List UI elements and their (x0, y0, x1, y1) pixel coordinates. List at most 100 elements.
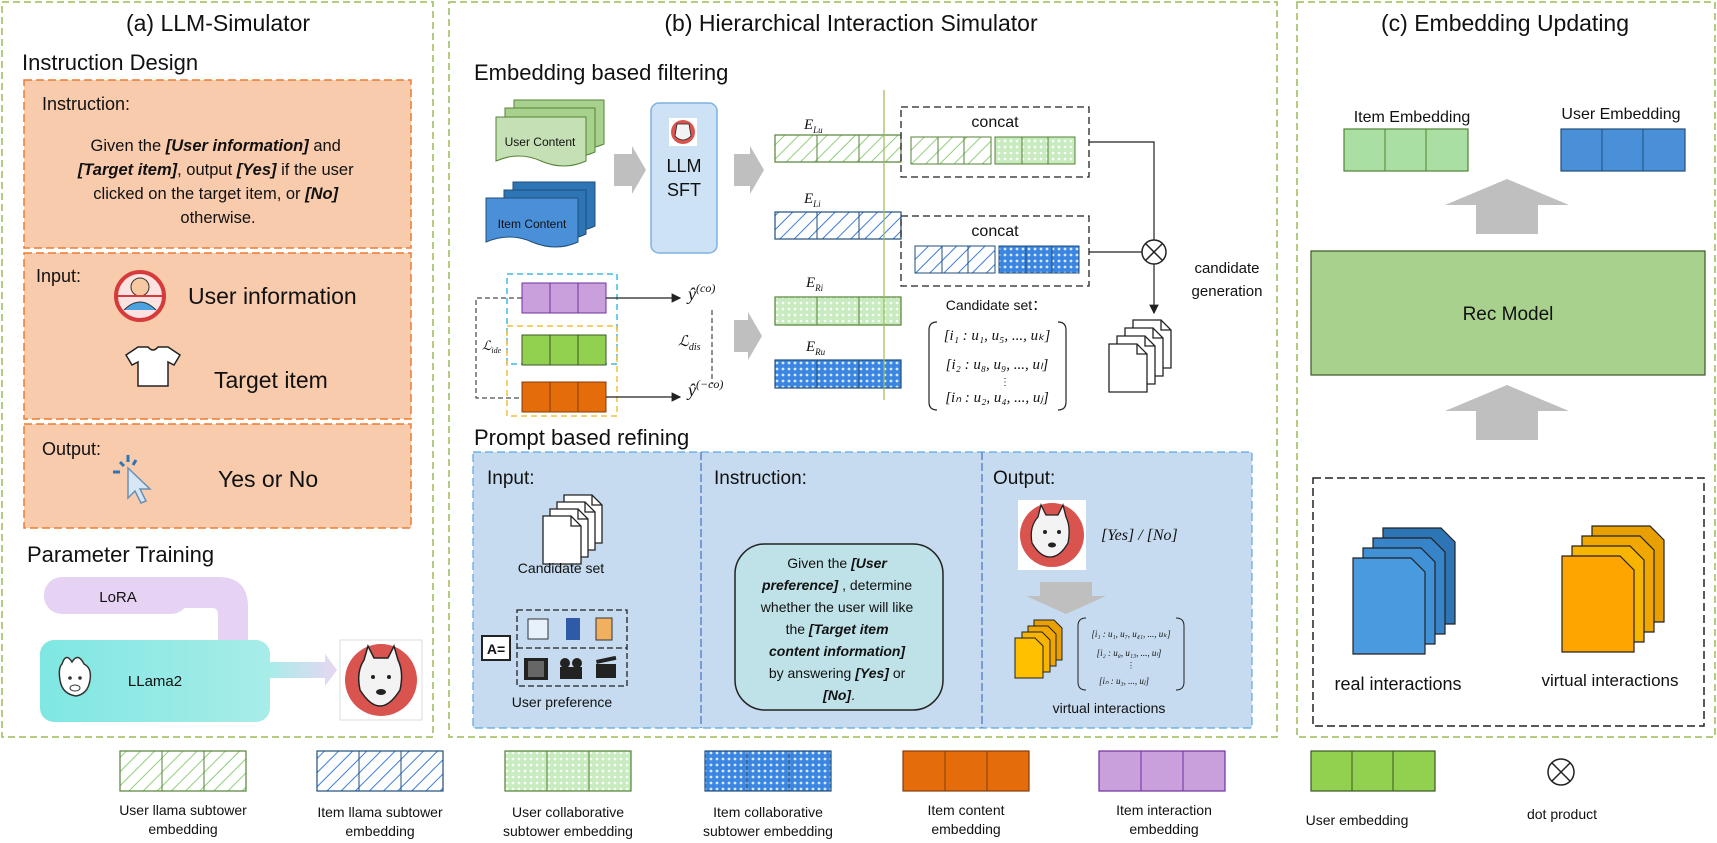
refining-instruction-label: Instruction: (714, 468, 807, 489)
lora-label: LoRA (99, 589, 137, 606)
legend-label: Item content (927, 802, 1004, 818)
virtual-row-dots: ⋮ (1127, 661, 1135, 670)
target-item-label: Target item (214, 367, 328, 393)
item-interaction-embedding (521, 282, 607, 314)
legend-label: subtower embedding (703, 823, 833, 839)
llm-sft-block: LLM SFT (650, 102, 718, 254)
virtual-row-n: [iₙ : u₃, ..., uⱼ] (1099, 676, 1150, 686)
candidate-docs-stack (1108, 319, 1172, 393)
legend-dot-product: dot product (1527, 758, 1597, 822)
interactions-box (1312, 477, 1705, 727)
user-llama-embedding-bar (774, 134, 902, 163)
user-concat-label: concat (971, 114, 1019, 131)
output-llama-icon (1018, 500, 1086, 570)
virtual-interactions-label-c: virtual interactions (1541, 671, 1678, 690)
item-embedding-label: Item Embedding (1354, 109, 1471, 126)
refining-output-label: Output: (993, 468, 1055, 489)
legend-label: embedding (148, 821, 217, 837)
prompt-refining-heading: Prompt based refining (474, 425, 689, 450)
user-embedding-bar (1560, 128, 1686, 172)
output-box (23, 423, 412, 529)
user-preference-label: User preference (512, 694, 613, 710)
user-embedding-middle (521, 334, 607, 366)
input-box (23, 252, 412, 420)
output-down-arrow (1026, 582, 1106, 614)
panel-c-title: (c) Embedding Updating (1381, 10, 1629, 36)
item-collab-embedding-bar (774, 359, 902, 389)
legend-user-collab: User collaborative subtower embedding (503, 750, 633, 839)
legend-label: embedding (931, 821, 1000, 837)
l-dis-label: ℒdis (678, 334, 701, 353)
legend-label: embedding (345, 823, 414, 839)
legend-item-content: Item content embedding (902, 750, 1030, 837)
legend-label: Item collaborative (713, 804, 823, 820)
item-concat-box (900, 215, 1090, 287)
user-icon (114, 270, 166, 322)
user-preference-icon: A= (481, 609, 628, 687)
user-embedding-label: User Embedding (1561, 106, 1680, 123)
legend-item-collab: Item collaborative subtower embedding (703, 750, 833, 839)
e-ru-label: ERu (805, 339, 826, 357)
user-content-label: User Content (505, 135, 576, 149)
item-llama-embedding-bar (774, 211, 902, 240)
virtual-row-1: [i₁ : u₁, u₇, u₄₁, ..., uₖ] (1091, 629, 1171, 639)
instruction-box (23, 79, 412, 249)
real-interaction-docs (1352, 527, 1456, 655)
panel-a-frame (1, 1, 434, 738)
input-box-label: Input: (36, 266, 81, 286)
legend-label: Item interaction (1116, 802, 1212, 818)
tshirt-icon (124, 346, 182, 387)
real-interactions-label: real interactions (1334, 674, 1461, 694)
panel-b-frame (448, 1, 1278, 738)
click-cursor-icon (113, 455, 152, 504)
legend-item-llama: Item llama subtower embedding (316, 750, 444, 839)
legend-label: embedding (1129, 821, 1198, 837)
legend-label: subtower embedding (503, 823, 633, 839)
legend: User llama subtower embedding Item llama… (119, 750, 1597, 839)
parameter-training-heading: Parameter Training (27, 542, 214, 567)
item-content-docs: Item Content (485, 181, 596, 248)
panel-b-title: (b) Hierarchical Interaction Simulator (664, 10, 1038, 36)
loss-block: ℒide ℒdis ŷ(co) ŷ(−co) (475, 273, 723, 417)
virtual-interaction-list: [i₁ : u₁, u₇, u₄₁, ..., uₖ] [i₂ : u₈, u₁… (1077, 617, 1185, 691)
candidate-row-dots: ⋮ (1000, 377, 1010, 388)
llama2-label: LLama2 (128, 673, 182, 690)
legend-label: User embedding (1306, 812, 1409, 828)
item-concat-bars (914, 245, 1080, 274)
panel-a-title: (a) LLM-Simulator (126, 10, 310, 36)
legend-label: User collaborative (512, 804, 624, 820)
y-co-label: ŷ(co) (686, 281, 715, 304)
user-content-docs: User Content (495, 99, 605, 167)
user-concat-bars (910, 136, 1076, 165)
instruction-design-heading: Instruction Design (22, 50, 198, 75)
rec-model-label: Rec Model (1463, 304, 1554, 325)
rec-model-box (1310, 250, 1706, 376)
legend-user-llama: User llama subtower embedding (119, 750, 247, 837)
refining-input-label: Input: (487, 468, 535, 489)
concat-to-dot-lines (1089, 141, 1155, 253)
llm-label: LLM (666, 156, 701, 176)
panel-c-frame (1296, 1, 1716, 738)
virtual-row-2: [i₂ : u₈, u₁₃, ..., uₗ] (1097, 648, 1162, 658)
candidate-row-1: [i₁ : u₁, u₅, ..., uₖ] (944, 328, 1051, 344)
legend-label: User llama subtower (119, 802, 247, 818)
sft-label: SFT (667, 180, 701, 200)
yes-or-no-label: Yes or No (218, 466, 318, 492)
legend-label: dot product (1527, 806, 1597, 822)
llama-outline-icon (58, 656, 92, 697)
dot-product-icon (1141, 239, 1167, 265)
virtual-interaction-docs-c (1561, 525, 1665, 653)
up-arrow-bottom (1445, 385, 1569, 440)
up-arrow-top (1445, 179, 1569, 234)
to-llm-arrow (614, 146, 646, 194)
output-box-label: Output: (42, 439, 101, 459)
e-lu-label: ELu (803, 117, 823, 135)
user-collab-embedding-bar (774, 296, 902, 326)
instruction-box-label: Instruction: (42, 94, 130, 114)
legend-user-embedding: User embedding (1306, 750, 1436, 828)
yes-no-output: [Yes] / [No] (1101, 527, 1178, 544)
item-content-embedding (521, 381, 607, 413)
to-collab-arrow (734, 312, 762, 360)
